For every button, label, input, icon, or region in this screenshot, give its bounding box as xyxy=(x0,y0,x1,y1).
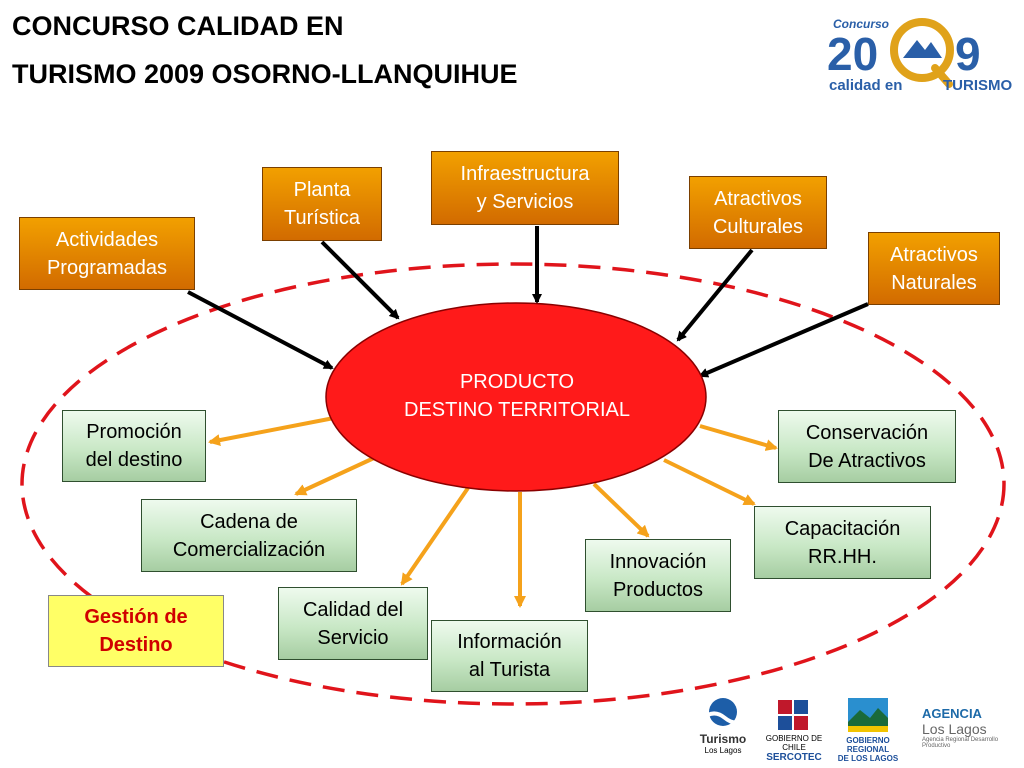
title-line-2: TURISMO 2009 OSORNO-LLANQUIHUE xyxy=(12,59,518,89)
arrow-capacitacion xyxy=(663,458,756,506)
sercotec-text: SERCOTEC xyxy=(766,752,822,763)
arrow-conservacion xyxy=(699,424,778,451)
wave-icon xyxy=(699,698,751,726)
logo-small-text: Concurso xyxy=(833,17,889,31)
input-box-culturales: Atractivos Culturales xyxy=(689,176,827,249)
output-box-conservacion: Conservación De Atractivos xyxy=(778,410,956,483)
gobierno-text: DE LOS LAGOS xyxy=(837,754,899,763)
sercotec-top-text: GOBIERNO DE CHILE xyxy=(765,734,823,752)
gobierno-top-text: GOBIERNO REGIONAL xyxy=(846,736,890,754)
turismo-logo-text: Turismo xyxy=(699,732,747,746)
agencia-tagline: Agencia Regional Desarrollo Productivo xyxy=(922,737,999,749)
arrow-cadena xyxy=(294,456,375,496)
agencia-subtext: Los Lagos xyxy=(922,721,987,737)
logo-tagline-left: calidad en xyxy=(829,77,902,94)
input-box-actividades: Actividades Programadas xyxy=(19,217,195,290)
output-box-capacitacion: Capacitación RR.HH. xyxy=(754,506,931,579)
turismo-los-lagos-logo: Turismo Los Lagos xyxy=(692,696,754,762)
output-box-informacion: Información al Turista xyxy=(431,620,588,692)
output-box-cadena: Cadena de Comercialización xyxy=(141,499,357,572)
sercotec-emblem-icon xyxy=(778,700,808,730)
arrow-culturales xyxy=(676,248,754,342)
agencia-los-lagos-logo: AGENCIA Los Lagos Agencia Regional Desar… xyxy=(922,696,1020,762)
arrow-calidad xyxy=(400,486,470,586)
output-box-calidad: Calidad del Servicio xyxy=(278,587,428,660)
management-box: Gestión de Destino xyxy=(48,595,224,667)
title-line-1: CONCURSO CALIDAD EN xyxy=(12,11,344,41)
input-box-infraestructura: Infraestructura y Servicios xyxy=(431,151,619,225)
arrow-promocion xyxy=(208,416,335,446)
agencia-text: AGENCIA xyxy=(922,706,982,721)
gobierno-regional-logo: GOBIERNO REGIONAL DE LOS LAGOS xyxy=(830,696,906,763)
logo-tagline-right: TURISMO xyxy=(943,77,1012,94)
arrow-innovacion xyxy=(592,482,650,538)
input-box-naturales: Atractivos Naturales xyxy=(868,232,1000,305)
center-product-ellipse xyxy=(325,302,707,492)
destination-boundary-ellipse xyxy=(20,262,1006,706)
arrow-naturales xyxy=(698,302,869,378)
logo-year-right: 9 xyxy=(955,28,981,80)
arrow-planta xyxy=(320,240,400,320)
turismo-logo-subtext: Los Lagos xyxy=(704,746,742,755)
center-product-label: PRODUCTO DESTINO TERRITORIAL xyxy=(404,371,630,421)
output-box-promocion: Promoción del destino xyxy=(62,410,206,482)
input-box-planta: Planta Turística xyxy=(262,167,382,241)
gobierno-regional-emblem-icon xyxy=(848,698,888,732)
sercotec-logo: GOBIERNO DE CHILE SERCOTEC xyxy=(762,696,826,763)
logo-year-left: 20 xyxy=(827,28,878,80)
arrow-actividades xyxy=(187,290,334,370)
output-box-innovacion: Innovación Productos xyxy=(585,539,731,612)
concurso-2009-logo: Concurso 20 9 calidad en TURISMO xyxy=(827,17,1012,94)
